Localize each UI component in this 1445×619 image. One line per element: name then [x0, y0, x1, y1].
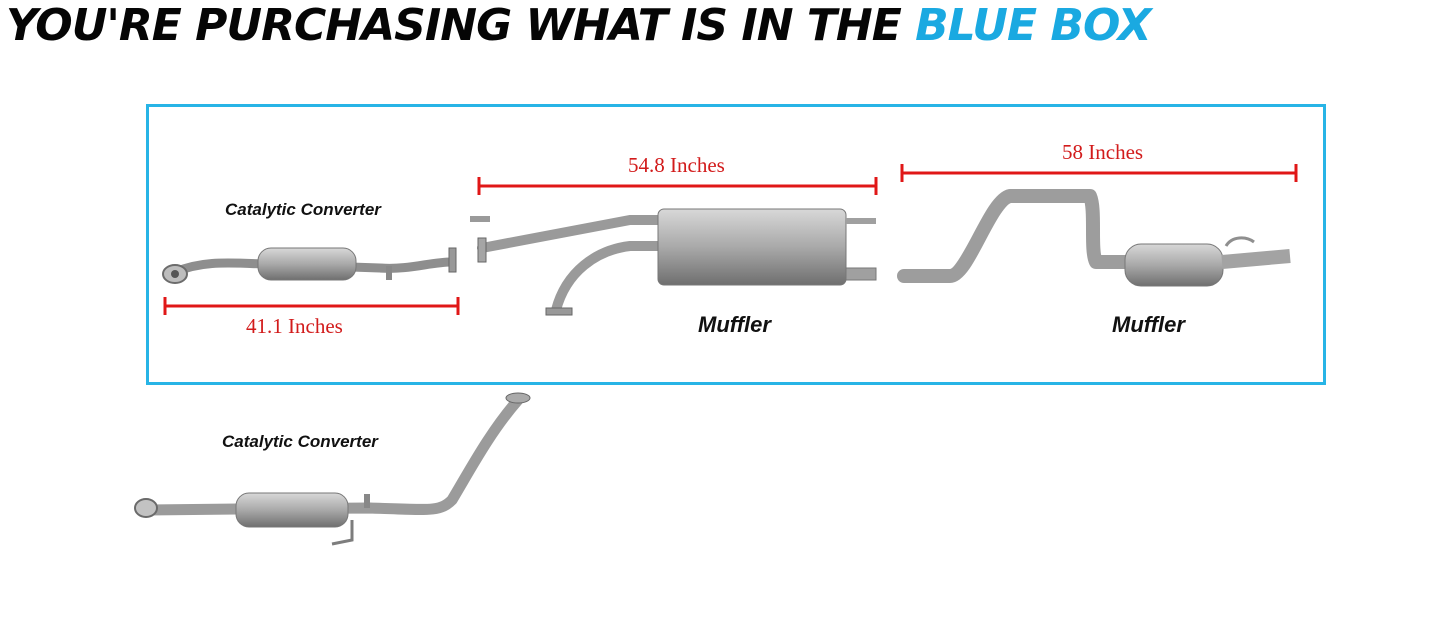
part-label-muffler-2: Muffler — [1112, 312, 1185, 337]
part-label-muffler-1: Muffler — [698, 312, 771, 337]
measure-line-1 — [163, 297, 460, 315]
measure-line-2 — [477, 177, 878, 195]
part-label-catalytic-converter: Catalytic Converter — [225, 200, 381, 219]
muffler-assembly-icon — [470, 208, 877, 316]
page-headline: YOU'RE PURCHASING WHAT IS IN THE BLUE BO… — [6, 2, 1436, 50]
part-label-excluded-catalytic-converter: Catalytic Converter — [222, 432, 378, 451]
measure-line-3 — [900, 164, 1298, 182]
headline-accent: BLUE BOX — [915, 0, 1152, 51]
measurement-tailpipe: 58 Inches — [1062, 140, 1144, 164]
headline-main: YOU'RE PURCHASING WHAT IS IN THE — [6, 0, 916, 51]
catalytic-converter-downpipe-icon — [134, 392, 531, 546]
tailpipe-muffler-icon — [897, 189, 1291, 287]
catalytic-converter-pipe-icon — [162, 247, 457, 284]
blue-box-frame — [146, 104, 1326, 385]
measurement-catalytic-converter: 41.1 Inches — [246, 314, 343, 338]
measurement-muffler-assembly: 54.8 Inches — [628, 153, 725, 177]
